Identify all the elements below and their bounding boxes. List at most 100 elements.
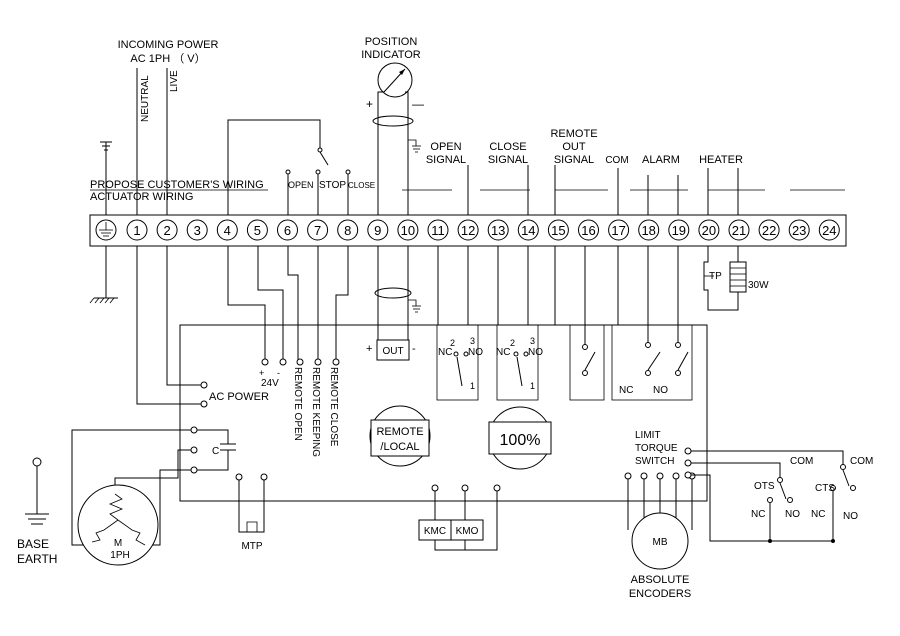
motor-1ph-label: 1PH (110, 550, 129, 561)
terminal-12-label: 12 (461, 223, 475, 238)
close-signal-label-2: SIGNAL (488, 154, 528, 166)
open-nc-label: NC (438, 347, 452, 358)
ots-nc-label: NC (751, 509, 765, 520)
cts-label: CTS (815, 483, 835, 494)
live-label: LIVE (169, 70, 180, 92)
out-minus-label: - (412, 343, 416, 355)
v24-label: 24V (261, 378, 279, 389)
alarm-nc-label: NC (619, 385, 633, 396)
cts-com-label: COM (850, 456, 873, 467)
ac-power-label: AC POWER (209, 391, 269, 403)
terminal-5-label: 5 (254, 223, 261, 238)
remote-out-signal-label-3: SIGNAL (554, 154, 594, 166)
terminal-23-circle (788, 219, 810, 241)
absolute-label: ABSOLUTE (631, 574, 690, 586)
open-pin-1: 1 (470, 381, 475, 391)
position-output: OUT + - (366, 246, 421, 361)
terminal-21-circle (728, 219, 750, 241)
local-label: /LOCAL (380, 441, 419, 453)
kmc-label: KMC (424, 526, 446, 537)
terminal-22-label: 22 (762, 223, 776, 238)
torque-label: TORQUE (635, 443, 678, 454)
stop-switch-label: STOP (319, 180, 346, 191)
terminal-20-label: 20 (702, 223, 716, 238)
ots-no-label: NO (785, 509, 800, 520)
terminal-4-label: 4 (224, 223, 231, 238)
out-label: OUT (382, 346, 403, 357)
terminal-16-circle (578, 219, 599, 241)
meter-plus-label: + (366, 97, 373, 111)
remote-control-wiring: + - 24V REMOTE OPEN REMOTE KEEPING REMOT… (227, 246, 349, 457)
open-signal-switch: NC NO 2 3 1 (436, 246, 483, 401)
terminal-14-label: 14 (521, 223, 535, 238)
encoders-label: ENCODERS (629, 588, 691, 600)
terminal-5-circle (246, 219, 268, 241)
terminal-1-label: 1 (133, 223, 140, 238)
close-no-label: NO (528, 347, 543, 358)
remote-label: REMOTE (376, 426, 423, 438)
ac-1ph-label: AC 1PH （ V） (130, 52, 205, 65)
close-pin-1: 1 (530, 381, 535, 391)
remote-open-label: REMOTE OPEN (292, 367, 303, 441)
terminal-2-circle (156, 219, 178, 241)
heater-element: TP 30W (703, 246, 769, 311)
remote-local-display: REMOTE /LOCAL (369, 405, 431, 467)
incoming-power-label: INCOMING POWER (118, 39, 219, 51)
terminal-17-circle (608, 219, 630, 241)
percent-display: 100% (488, 406, 552, 470)
capacitor-label: C (212, 446, 219, 457)
terminal-3-circle (186, 219, 208, 241)
terminal-1-circle (126, 219, 148, 241)
terminal-11-circle (427, 219, 449, 241)
kmo-label: KMO (456, 526, 479, 537)
close-switch-label: CLOSE (348, 181, 375, 190)
terminal-19-circle (668, 219, 690, 241)
terminal-16-label: 16 (581, 223, 595, 238)
terminal-24-circle (818, 219, 840, 241)
terminal-6-circle (277, 219, 298, 241)
close-pin-2: 2 (510, 338, 515, 348)
propose-customer-wiring-label: PROPOSE CUSTOMER'S WIRING (90, 179, 264, 191)
switch-label: SWITCH (635, 456, 674, 467)
terminal-10-circle (397, 219, 419, 241)
motor-m-label: M (114, 538, 122, 549)
base-label: BASE (17, 537, 49, 551)
tp-label: TP (709, 271, 722, 282)
open-no-label: NO (468, 347, 483, 358)
terminal-20-circle (698, 219, 720, 241)
open-pin-2: 2 (450, 338, 455, 348)
terminal-18-circle (638, 219, 660, 241)
terminal-13-label: 13 (491, 223, 505, 238)
terminal-15-circle (547, 219, 569, 241)
open-signal-label-2: SIGNAL (426, 154, 466, 166)
close-nc-label: NC (496, 347, 510, 358)
terminal-7-label: 7 (314, 223, 321, 238)
terminal-12-circle (457, 219, 479, 241)
terminal-6-label: 6 (284, 223, 291, 238)
close-signal-switch: NC NO 2 3 1 (496, 246, 543, 401)
limit-label: LIMIT (635, 430, 661, 441)
remote-out-signal-label-2: OUT (562, 141, 586, 153)
limit-torque-switch: LIMIT TORQUE SWITCH COM COM OTS CTS NC N… (635, 430, 873, 543)
earth-label: EARTH (17, 552, 57, 566)
close-pin-3: 3 (530, 336, 535, 346)
terminal-19-label: 19 (672, 223, 686, 238)
percent-value: 100% (500, 432, 541, 449)
alarm-switch: NC NO (611, 246, 693, 401)
terminal-10-label: 10 (401, 223, 415, 238)
terminal-9-label: 9 (374, 223, 381, 238)
remote-out-switch (554, 246, 605, 401)
position-indicator-meter (377, 62, 413, 98)
terminal-15-label: 15 (551, 223, 565, 238)
motor-wiring: C M 1PH (71, 426, 236, 566)
base-earth: BASE EARTH (17, 457, 57, 566)
cts-nc-label: NC (811, 509, 825, 520)
terminal-7-circle (307, 219, 329, 241)
ots-com-label: COM (790, 456, 813, 467)
terminal-22-circle (758, 219, 780, 241)
alarm-label: ALARM (642, 154, 680, 166)
terminal-21-label: 21 (732, 223, 746, 238)
terminal-8-circle (337, 219, 359, 241)
position-indicator-label-2: INDICATOR (361, 49, 421, 61)
